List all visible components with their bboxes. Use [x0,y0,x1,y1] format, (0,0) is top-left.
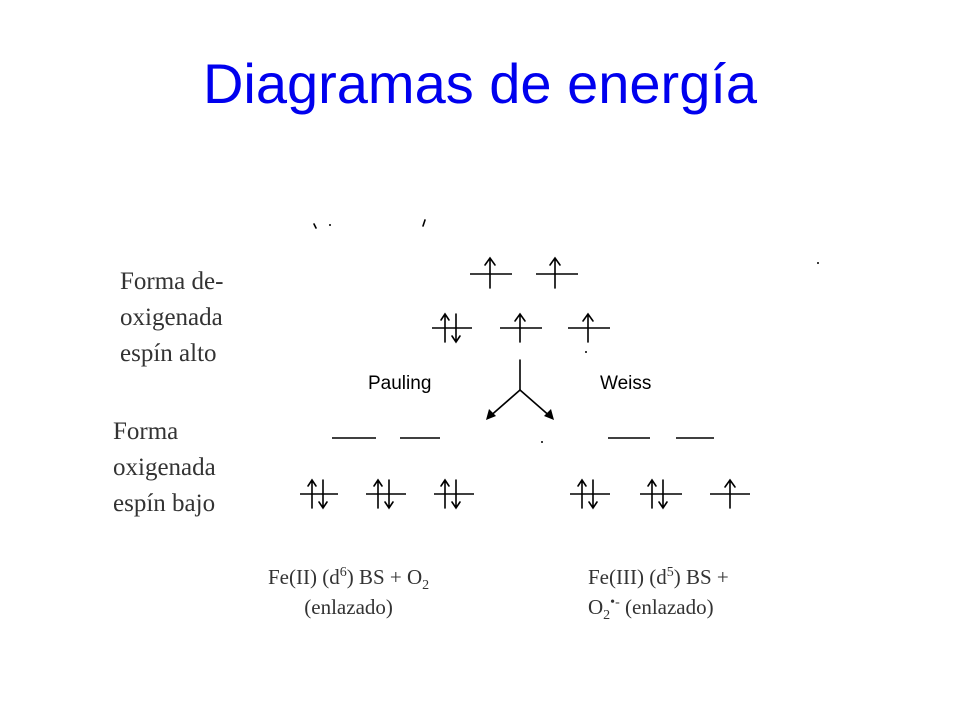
high-spin-label: Forma de- oxigenada espín alto [120,264,223,372]
caption-left-line1: Fe(II) (d6) BS + O2 [268,565,429,593]
low-spin-label-line: oxigenada [113,454,216,481]
pauling-label: Pauling [368,373,432,394]
caption-left-line2: (enlazado) [304,595,393,619]
low-spin-label: Forma oxigenada espín bajo [113,414,216,522]
scan-marks [313,219,819,443]
caption-text: ) BS + O [346,565,423,589]
energy-diagram-svg [300,219,819,510]
orbital-up [470,256,512,289]
caption-superscript: 5 [666,565,674,580]
orbital-up [536,256,578,289]
orbital-up [710,478,750,509]
orbital-paired [300,478,338,510]
caption-left: Fe(II) (d6) BS + O2 (enlazado) [268,562,429,622]
orbital-paired [432,312,472,344]
low-spin-label-line: Forma [113,418,179,445]
caption-subscript: 2 [422,578,430,594]
caption-superscript: 6 [339,565,347,580]
orbital-paired [570,478,610,510]
caption-text: ) BS + [673,565,729,589]
high-spin-eg-level [470,256,578,289]
high-spin-label-line: oxigenada [120,304,223,331]
low-spin-label-line: espín bajo [113,490,216,517]
caption-superscript: •- [610,595,620,610]
caption-text: (enlazado) [619,595,714,619]
orbital-up [568,312,610,343]
caption-text: Fe(III) (d [588,565,667,589]
pauling-t2g-level [300,478,474,510]
caption-right-line1: Fe(III) (d5) BS + [588,562,729,592]
caption-text: O [588,595,604,619]
high-spin-label-line: Forma de- [120,268,224,295]
orbital-up [500,312,542,343]
energy-diagram: Pauling Weiss [290,210,830,520]
caption-text: Fe(II) (d [268,565,340,589]
orbital-paired [366,478,406,510]
caption-subscript: 2 [603,608,611,624]
caption-right-line2: O2•- (enlazado) [588,592,729,624]
orbital-paired [640,478,682,510]
weiss-t2g-level [570,478,750,510]
high-spin-label-line: espín alto [120,340,217,367]
orbital-paired [434,478,474,510]
high-spin-t2g-level [432,312,610,353]
caption-right: Fe(III) (d5) BS + O2•- (enlazado) [588,562,729,624]
page-title: Diagramas de energía [202,52,758,115]
weiss-label: Weiss [600,373,652,394]
branch-arrow [486,359,554,420]
